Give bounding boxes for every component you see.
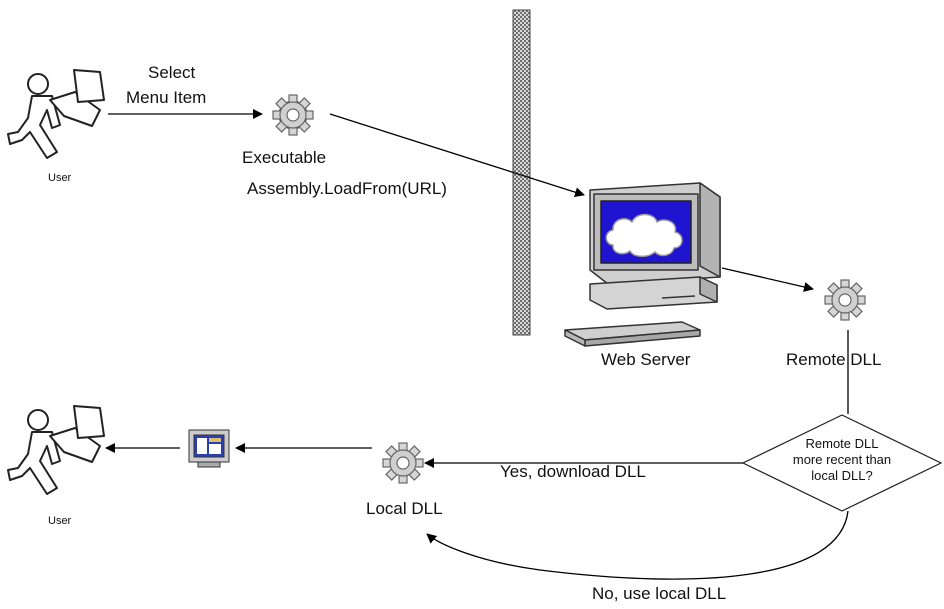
yes-download-label: Yes, download DLL [500, 462, 646, 481]
assembly-load-label: Assembly.LoadFrom(URL) [247, 179, 447, 198]
executable-gear-icon [272, 94, 314, 136]
no-use-local-label: No, use local DLL [592, 584, 727, 603]
arrow-to-remote-dll [721, 267, 814, 292]
web-server-computer-icon [564, 182, 721, 347]
remote-dll-gear-icon [824, 279, 866, 321]
local-dll-label: Local DLL [366, 499, 443, 518]
decision-line3: local DLL? [811, 468, 873, 483]
decision-label: Remote DLL more recent than local DLL? [774, 436, 910, 484]
decision-diamond [741, 414, 943, 512]
user-top-icon [7, 69, 105, 159]
monitor-icon [188, 429, 230, 468]
select-menu-label-line2: Menu Item [126, 88, 207, 107]
select-menu-label-line1: Select [148, 63, 196, 82]
web-server-label: Web Server [601, 350, 691, 369]
executable-label: Executable [242, 148, 327, 167]
arrow-no-use-local [426, 510, 849, 580]
remote-dll-label: Remote DLL [786, 350, 882, 369]
decision-line2: more recent than [792, 452, 892, 467]
local-dll-gear-icon [382, 442, 424, 484]
user-top-label: User [48, 172, 72, 184]
user-bottom-label: User [48, 515, 72, 527]
decision-line1: Remote DLL [805, 436, 879, 451]
arrow-load-from-url [329, 113, 585, 198]
user-bottom-icon [7, 405, 105, 495]
